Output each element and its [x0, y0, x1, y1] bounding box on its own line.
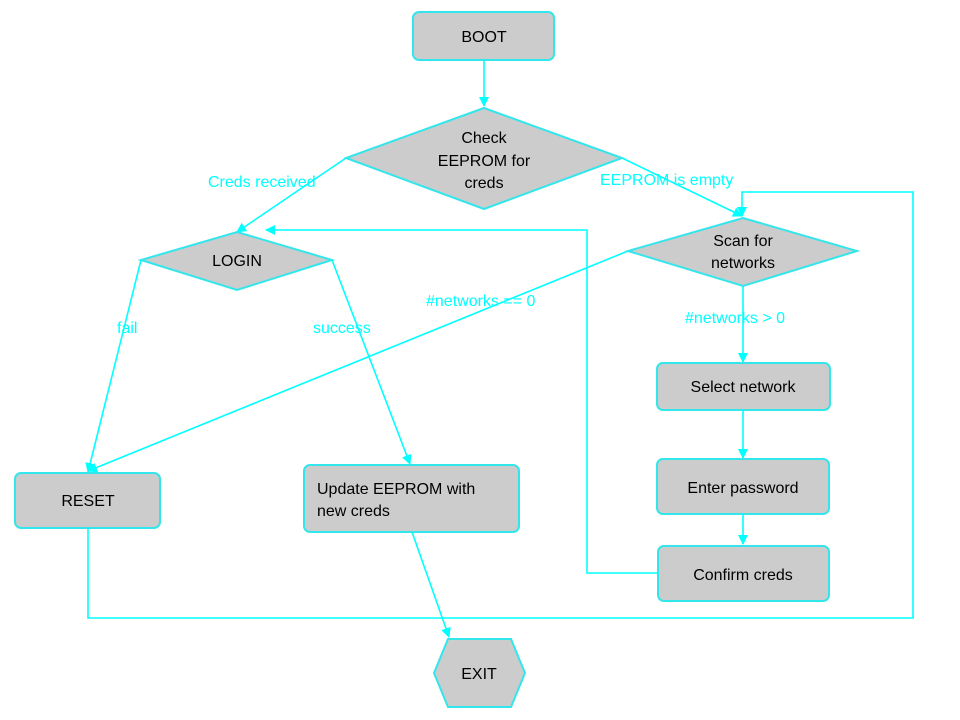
edge-labels: Creds received EEPROM is empty fail succ…: [117, 172, 785, 337]
node-scan-label-line1: Scan for: [713, 233, 773, 250]
edge-label-success: success: [313, 320, 371, 337]
node-check-label-line2: EEPROM for: [438, 153, 531, 170]
node-check-label-line3: creds: [464, 175, 503, 192]
node-boot: BOOT: [412, 11, 555, 61]
edge-label-networks-zero: #networks == 0: [426, 293, 536, 310]
node-check-eeprom: Check EEPROM for creds: [343, 106, 625, 211]
node-confirm-creds-label: Confirm creds: [693, 567, 793, 584]
edge-confirm-to-login: [265, 225, 658, 574]
node-enter-password: Enter password: [656, 458, 830, 515]
edge-label-eeprom-empty: EEPROM is empty: [600, 172, 733, 189]
edge-login-to-update: [331, 259, 412, 465]
node-exit-label: EXIT: [461, 666, 497, 683]
edge-label-fail: fail: [117, 320, 137, 337]
node-update-label-line2: new creds: [317, 503, 390, 520]
edge-login-to-reset: [85, 259, 142, 473]
node-update-label-line1: Update EEPROM with: [317, 481, 475, 498]
node-select-network: Select network: [656, 362, 831, 411]
edges: [85, 60, 914, 638]
edge-reset-to-scan: [87, 191, 914, 619]
edge-check-to-scan: [621, 157, 743, 217]
edge-update-to-exit: [411, 531, 451, 638]
node-reset: RESET: [14, 472, 161, 529]
node-confirm-creds: Confirm creds: [657, 545, 830, 602]
node-exit: EXIT: [432, 638, 527, 708]
edge-label-creds-received: Creds received: [208, 174, 316, 191]
node-enter-password-label: Enter password: [687, 480, 798, 497]
node-boot-label: BOOT: [461, 29, 507, 46]
node-check-label-line1: Check: [461, 130, 507, 147]
node-scan-networks: Scan for networks: [624, 216, 861, 288]
edge-scan-to-reset: [87, 250, 629, 473]
node-scan-label-line2: networks: [711, 255, 775, 272]
node-login: LOGIN: [137, 230, 336, 292]
node-login-label: LOGIN: [212, 253, 262, 270]
edge-check-to-login: [236, 157, 347, 233]
edge-label-networks-positive: #networks > 0: [685, 310, 785, 327]
node-select-network-label: Select network: [691, 379, 797, 396]
node-update-eeprom: Update EEPROM with new creds: [303, 464, 520, 533]
node-reset-label: RESET: [61, 493, 115, 510]
